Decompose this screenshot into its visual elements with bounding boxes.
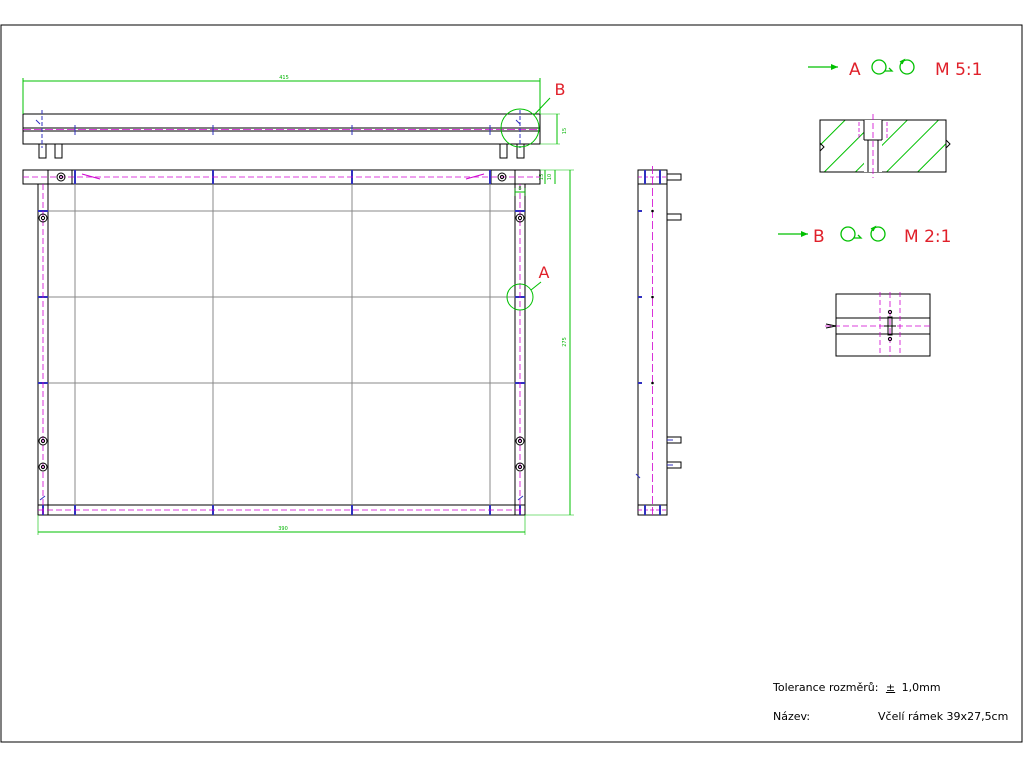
detail-a: A M 5:1 bbox=[808, 58, 982, 178]
dim-side-b: 10 bbox=[547, 174, 553, 180]
dim-overall-width-bottom: 390 bbox=[278, 526, 288, 532]
top-view: 415 15 B bbox=[22, 75, 568, 159]
dim-height: 275 bbox=[562, 337, 568, 347]
dim-side-c: 15 bbox=[539, 174, 545, 180]
detail-a-circle bbox=[506, 283, 534, 311]
rotate-ccw-icon bbox=[899, 59, 915, 75]
detail-b-label: B bbox=[813, 227, 825, 247]
front-view: 390 275 10 15 8 A bbox=[22, 169, 574, 535]
rotate-cw-icon bbox=[871, 59, 887, 75]
callout-b-label: B bbox=[555, 80, 566, 99]
sheet-border bbox=[0, 24, 1023, 743]
tolerance-pm: ± bbox=[885, 681, 896, 694]
rotate-cw-icon bbox=[840, 226, 856, 242]
dim-top-thickness: 15 bbox=[562, 128, 568, 134]
rotate-ccw-icon bbox=[870, 226, 886, 242]
detail-b-scale: M 2:1 bbox=[904, 227, 951, 247]
tolerance-row: Tolerance rozměrů: ± 1,0mm bbox=[773, 681, 941, 694]
callout-a-label: A bbox=[539, 263, 550, 282]
dim-side-a: 8 bbox=[518, 186, 521, 192]
dim-overall-width-top: 415 bbox=[279, 75, 289, 81]
tolerance-label: Tolerance rozměrů: bbox=[773, 681, 879, 694]
tolerance-value: 1,0mm bbox=[901, 681, 941, 694]
side-view bbox=[635, 166, 682, 518]
detail-b-circle bbox=[500, 108, 540, 148]
detail-b: B M 2:1 bbox=[778, 225, 951, 357]
name-value: Včelí rámek 39x27,5cm bbox=[878, 710, 1009, 723]
name-label: Název: bbox=[773, 710, 811, 723]
detail-a-scale: M 5:1 bbox=[935, 60, 982, 80]
detail-a-label: A bbox=[849, 60, 861, 80]
